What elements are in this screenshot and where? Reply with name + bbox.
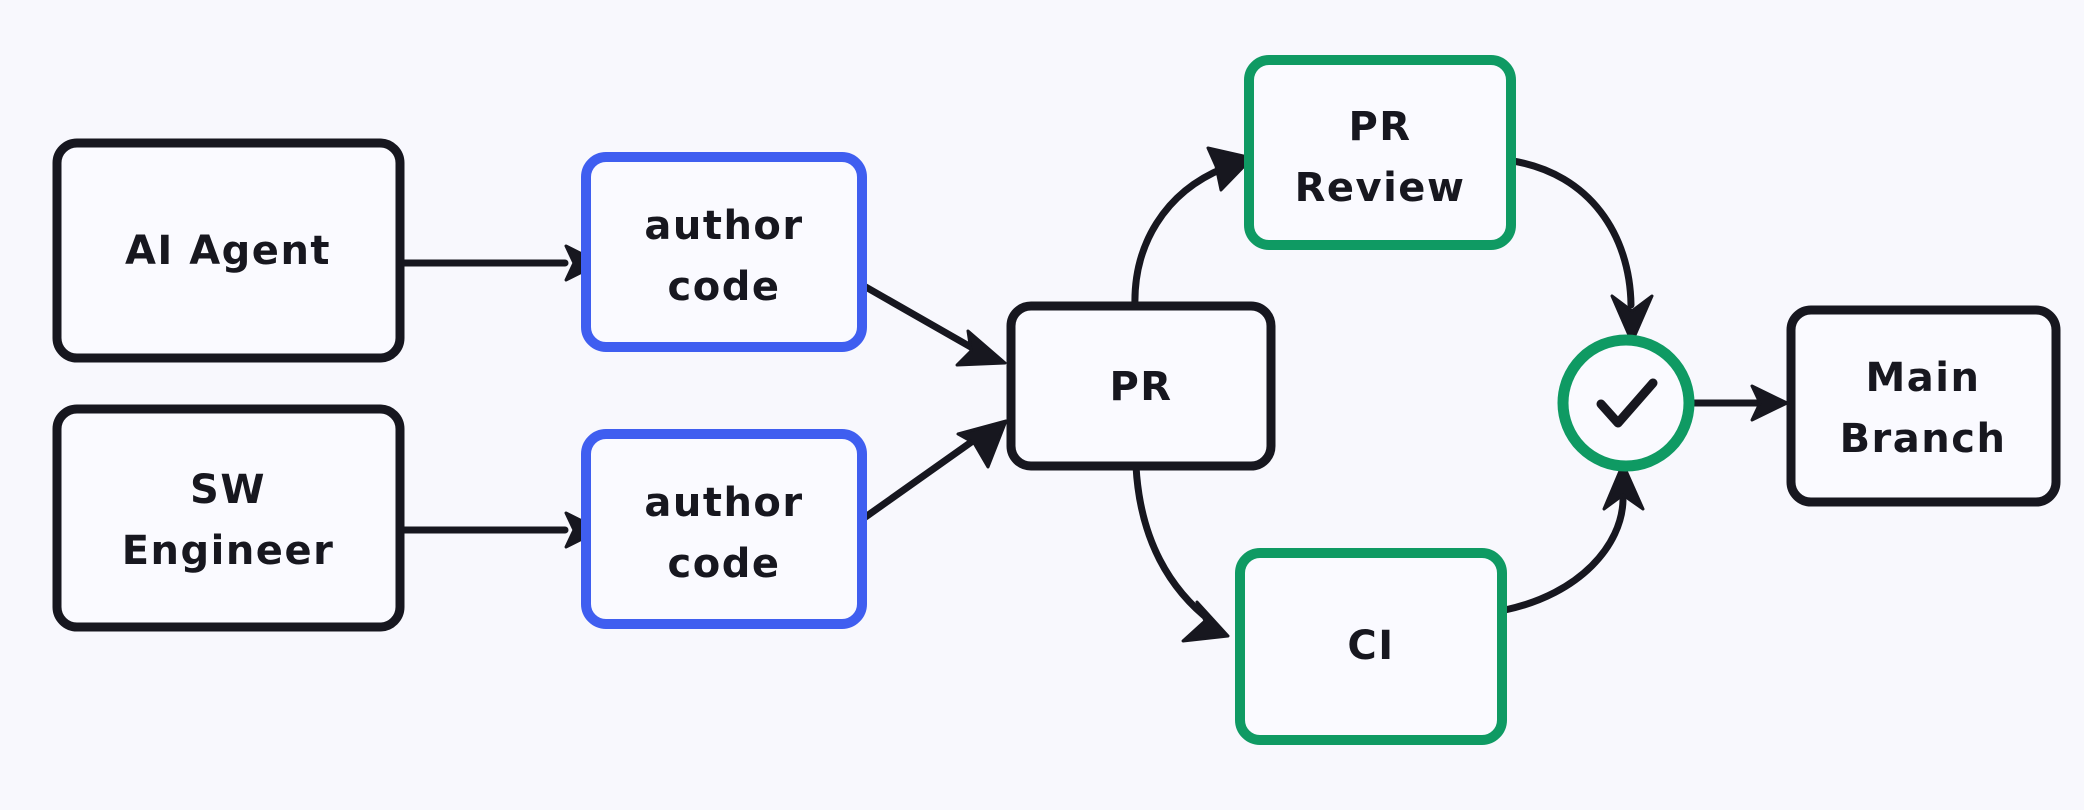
edge-pr-to-pr-review [1131,146,1254,311]
edge-pr-to-ci [1132,462,1230,643]
edge-author-code-bottom-to-pr [853,419,1008,527]
author-code-bottom-label-line2: code [668,541,781,587]
ci-box[interactable] [1235,548,1507,745]
check-icon [1596,378,1658,428]
main-branch-label-line1: Main [1866,355,1981,401]
node-sw-engineer[interactable]: SW Engineer [52,404,405,632]
pr-review-label-line1: PR [1348,104,1411,150]
pr-review-label-line2: Review [1295,165,1466,211]
edge-author-code-top-to-pr [853,278,1007,367]
node-author-code-top[interactable]: author code [581,152,867,352]
main-branch-label-line2: Branch [1840,416,2007,462]
sw-engineer-label-line1: SW [190,467,266,513]
pr-box[interactable] [1006,301,1276,471]
node-pr[interactable]: PR [1006,301,1276,471]
check-gate-circle[interactable] [1557,334,1695,472]
node-main-branch[interactable]: Main Branch [1786,305,2061,507]
pr-review-box[interactable] [1244,55,1516,250]
sw-engineer-label-line2: Engineer [122,528,335,574]
edge-ai-agent-to-author-code [398,244,602,282]
ai-agent-box[interactable] [52,138,405,363]
ai-agent-label: AI Agent [125,228,331,274]
pr-label: PR [1109,364,1172,410]
sw-engineer-box[interactable] [52,404,405,632]
author-code-bottom-label-line1: author [644,480,803,526]
node-ci[interactable]: CI [1235,548,1507,745]
node-pr-review[interactable]: PR Review [1244,55,1516,250]
main-branch-box[interactable] [1786,305,2061,507]
author-code-top-box[interactable] [581,152,867,352]
author-code-top-label-line1: author [644,203,803,249]
author-code-top-label-line2: code [668,264,781,310]
edge-check-gate-to-main-branch [1686,384,1789,422]
ci-label: CI [1347,623,1394,669]
node-check-gate[interactable] [1557,334,1695,472]
node-author-code-bottom[interactable]: author code [581,429,867,629]
node-ai-agent[interactable]: AI Agent [52,138,405,363]
edge-sw-engineer-to-author-code [398,511,602,549]
edge-ci-to-check-gate [1501,462,1645,614]
edge-pr-review-to-check-gate [1509,157,1654,344]
author-code-bottom-box[interactable] [581,429,867,629]
